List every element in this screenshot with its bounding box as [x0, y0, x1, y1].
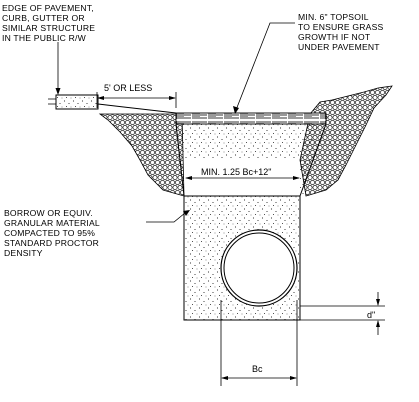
pavement-edge [55, 94, 99, 110]
dim-trench-width: MIN. 1.25 Bc+12" [201, 167, 271, 177]
note-edge-of-pavement: EDGE OF PAVEMENT, CURB, GUTTER OR SIMILA… [2, 3, 98, 43]
leader-borrow [146, 212, 186, 223]
gravel-slope-left [98, 113, 185, 197]
note-topsoil: MIN. 6" TOPSOIL TO ENSURE GRASS GROWTH I… [298, 12, 386, 52]
leader-topsoil [235, 22, 295, 111]
pipe-inner [223, 232, 295, 304]
dim-pipe-diameter: Bc [252, 364, 263, 374]
dim-offset: 5' OR LESS [104, 83, 152, 93]
existing-ground-left [97, 103, 177, 114]
dim-bedding-depth: d" [367, 310, 375, 320]
trench-backfill [182, 124, 318, 196]
note-borrow: BORROW OR EQUIV. GRANULAR MATERIAL COMPA… [4, 208, 102, 258]
topsoil-layer [175, 112, 327, 125]
trench-taper [175, 123, 327, 197]
